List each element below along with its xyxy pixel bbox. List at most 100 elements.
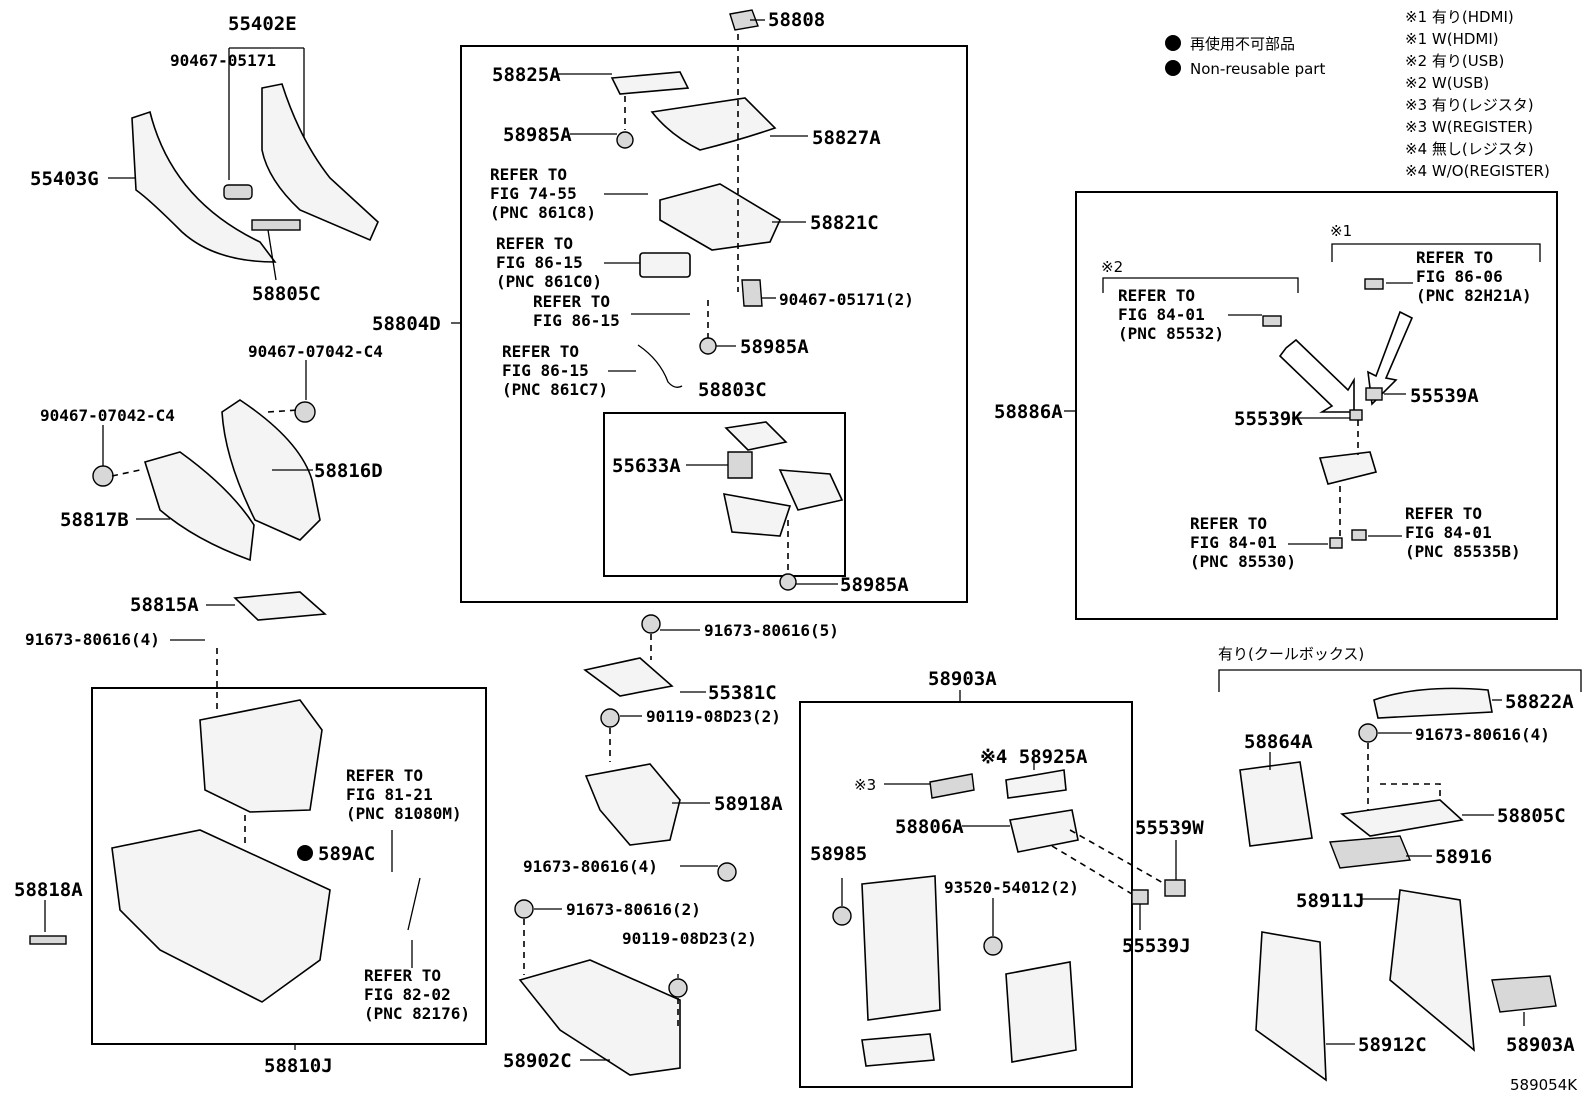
label-58817B: 58817B [60, 509, 129, 531]
label-91673-80616-5: 91673-80616(5) [704, 621, 839, 640]
label-55539W: 55539W [1135, 817, 1204, 839]
part-55539A [1365, 387, 1383, 401]
label-58808: 58808 [768, 9, 825, 31]
refer-line: (PNC 861C8) [490, 203, 596, 222]
refer-line: REFER TO [1118, 286, 1195, 305]
screw-58985A [699, 337, 717, 355]
assembly-line [111, 469, 141, 477]
side-panel-58816D [221, 399, 321, 541]
part-58805C-top [251, 219, 301, 231]
refer-line: (PNC 861C7) [502, 380, 608, 399]
screw-93520-54012 [983, 936, 1003, 956]
label-58985A: 58985A [503, 124, 572, 146]
refer-line: (PNC 81080M) [346, 804, 462, 823]
assembly-line [267, 409, 299, 413]
label-90467-05171: 90467-05171 [170, 51, 276, 70]
label-91673-80616-2: 91673-80616(2) [566, 900, 701, 919]
label-58916: 58916 [1435, 846, 1492, 868]
refer-line: FIG 86-15 [496, 253, 583, 272]
legend-non-reusable-ja: 再使用不可部品 [1190, 35, 1295, 53]
part-55539J [1131, 889, 1149, 905]
refer-to-fig-84-01-c: REFER TO FIG 84-01 (PNC 85535B) [1405, 504, 1521, 561]
refer-to-fig-81-21: REFER TO FIG 81-21 (PNC 81080M) [346, 766, 462, 823]
refer-line: REFER TO [1190, 514, 1267, 533]
part-58803C-socket [778, 469, 844, 511]
label-58810J: 58810J [264, 1055, 333, 1077]
bracket-note1 [1331, 243, 1541, 262]
refer-to-fig-74-55: REFER TO FIG 74-55 (PNC 861C8) [490, 165, 596, 222]
label-58816D: 58816D [314, 460, 383, 482]
label-90467-07042-C4: 90467-07042-C4 [40, 406, 175, 425]
console-box [199, 699, 323, 813]
screw-58985A [779, 573, 797, 591]
legend-note: ※2 W(USB) [1405, 74, 1489, 92]
part-55539W [1164, 879, 1186, 897]
part-85530 [1329, 537, 1343, 549]
part-usb-refer [1262, 315, 1282, 327]
legend-note: ※4 W/O(REGISTER) [1405, 162, 1550, 180]
label-90119-08D23-2: 90119-08D23(2) [646, 707, 781, 726]
label-55402E: 55402E [228, 13, 297, 35]
legend-note: ※1 W(HDMI) [1405, 30, 1499, 48]
non-reusable-dot-icon [297, 845, 313, 861]
screw-90467-07042 [92, 465, 114, 487]
label-55539J: 55539J [1122, 935, 1191, 957]
bolt-91673-80616 [1358, 723, 1378, 743]
trim-panel-55402E [261, 83, 379, 242]
refer-line: FIG 86-15 [502, 361, 589, 380]
panel-58911J [1389, 889, 1475, 1052]
clip-58818A [29, 935, 67, 945]
label-58985A: 58985A [740, 336, 809, 358]
label-90467-05171-2: 90467-05171(2) [779, 290, 914, 309]
label-58822A: 58822A [1505, 691, 1574, 713]
part-58803C-lid [724, 421, 788, 451]
part-refer-861C0 [639, 252, 691, 278]
label-55539K: 55539K [1234, 408, 1303, 430]
screw-58985 [832, 906, 852, 926]
legend-note: ※3 W(REGISTER) [1405, 118, 1533, 136]
screw-58985A [616, 131, 634, 149]
bracket-cool-box [1218, 669, 1582, 692]
refer-line: FIG 84-01 [1190, 533, 1277, 552]
refer-line: FIG 84-01 [1118, 305, 1205, 324]
refer-line: FIG 84-01 [1405, 523, 1492, 542]
legend-note: ※1 有り(HDMI) [1405, 8, 1514, 26]
part-58825A [610, 71, 690, 95]
part-85535B [1351, 529, 1367, 541]
trim-panel-55403G [131, 110, 277, 263]
label-58903A: 58903A [928, 668, 997, 690]
part-58903A-lower [861, 1033, 935, 1067]
refer-line: (PNC 85535B) [1405, 542, 1521, 561]
harness-refer [407, 877, 421, 931]
refer-line: REFER TO [346, 766, 423, 785]
refer-to-fig-84-01-b: REFER TO FIG 84-01 (PNC 85530) [1190, 514, 1296, 571]
refer-line: REFER TO [490, 165, 567, 184]
label-note3: ※3 [854, 776, 876, 794]
panel-58864A [1239, 761, 1313, 847]
non-reusable-dot-icon [1165, 35, 1181, 51]
refer-to-fig-86-06: REFER TO FIG 86-06 (PNC 82H21A) [1416, 248, 1532, 305]
arrow-down-left-icon [1367, 310, 1414, 406]
label-58805C: 58805C [252, 283, 321, 305]
bolt-90119-08D23 [600, 708, 620, 728]
harness-861C7 [637, 344, 683, 388]
label-58902C: 58902C [503, 1050, 572, 1072]
legend-non-reusable-en: Non-reusable part [1190, 60, 1325, 78]
label-91673-80616-4: 91673-80616(4) [1415, 725, 1550, 744]
refer-line: REFER TO [1405, 504, 1482, 523]
label-55539A: 55539A [1410, 385, 1479, 407]
assembly-line [1069, 829, 1166, 885]
bolt-91673-80616 [641, 614, 661, 634]
label-cool-box: 有り(クールボックス) [1218, 645, 1364, 663]
label-58806A: 58806A [895, 816, 964, 838]
refer-line: (PNC 85530) [1190, 552, 1296, 571]
bracket-58918A [584, 763, 681, 846]
label-58985: 58985 [810, 843, 867, 865]
switch-base [1318, 451, 1378, 485]
refer-to-fig-86-15-c: REFER TO FIG 86-15 (PNC 861C7) [502, 342, 608, 399]
leader-line [267, 229, 277, 281]
bracket-note2 [1102, 277, 1299, 293]
part-hdmi-refer [1364, 278, 1384, 290]
refer-line: REFER TO [502, 342, 579, 361]
